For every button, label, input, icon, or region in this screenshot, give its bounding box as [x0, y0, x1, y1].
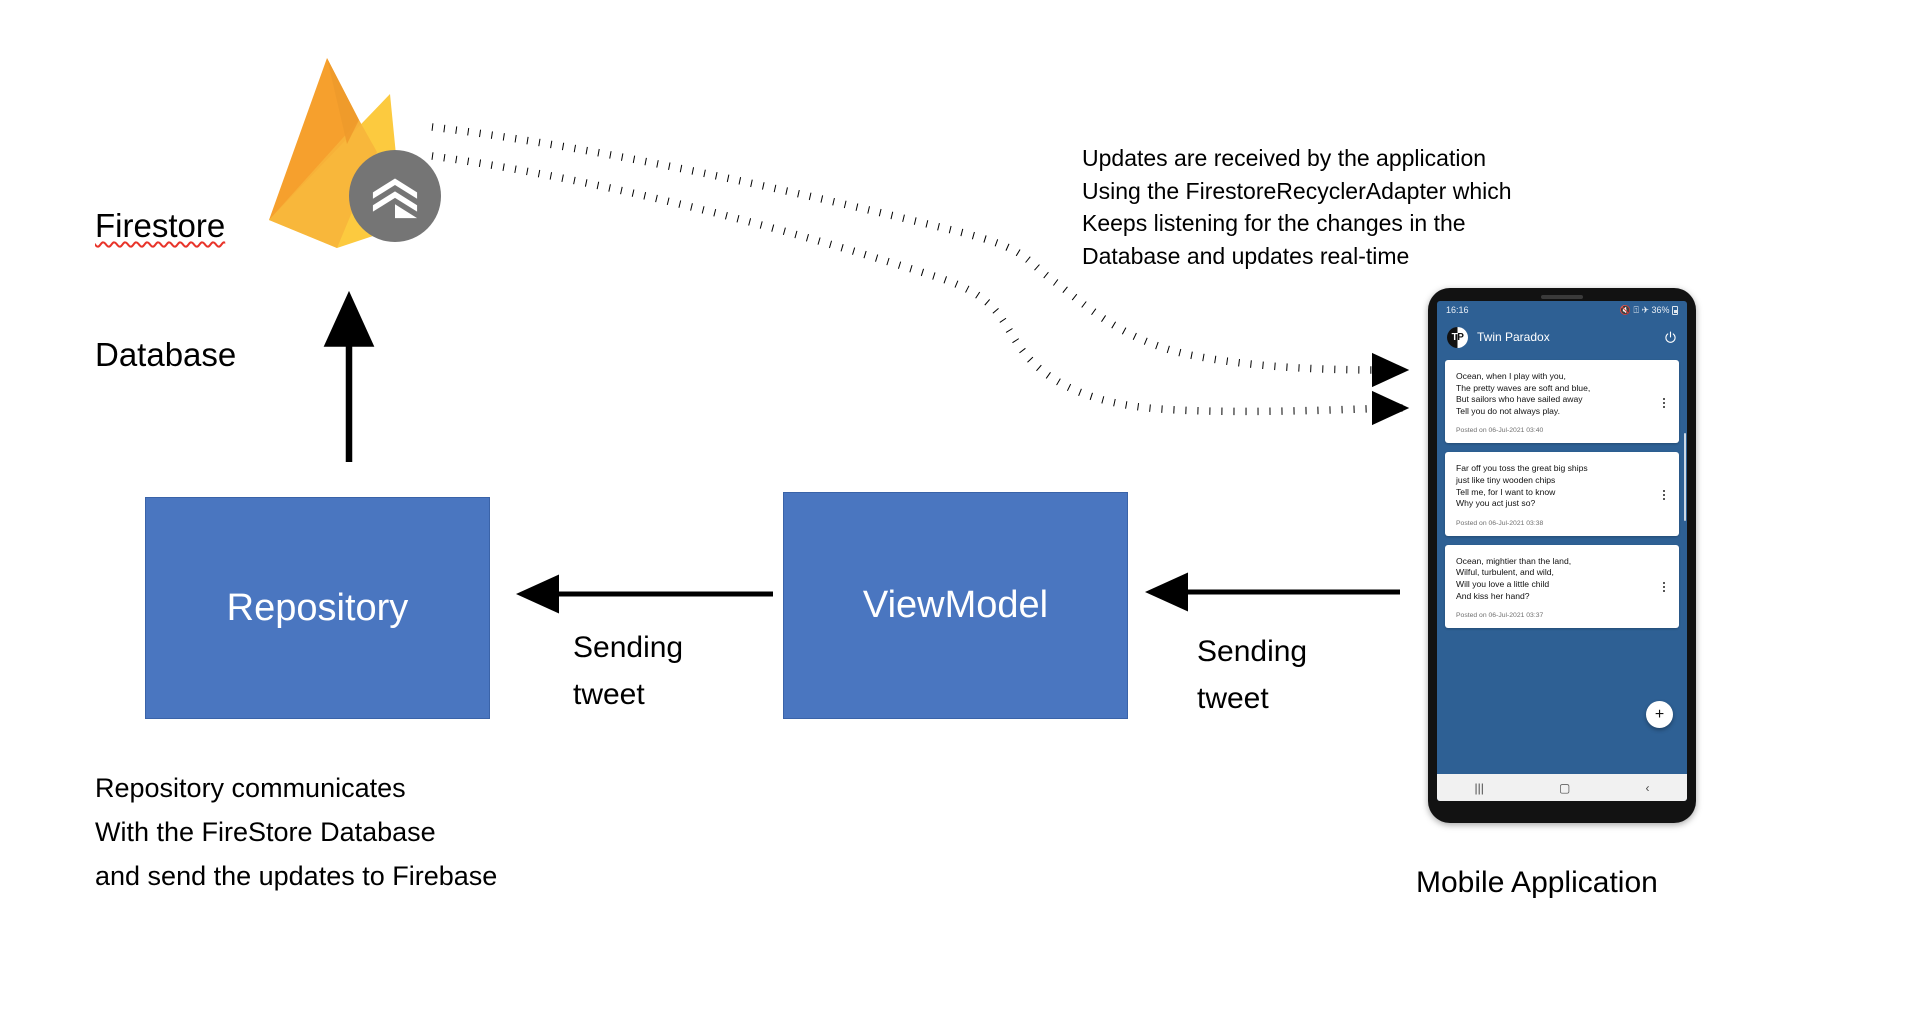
app-logo-initial-right: P: [1457, 331, 1464, 343]
status-time: 16:16: [1446, 305, 1469, 315]
app-title: Twin Paradox: [1477, 330, 1550, 344]
back-button[interactable]: ‹: [1645, 780, 1650, 795]
battery-icon: [1672, 305, 1678, 315]
mobile-application-label: Mobile Application: [1416, 866, 1658, 899]
repository-box-label: Repository: [226, 586, 409, 629]
tweet-timestamp: Posted on 06-Jul-2021 03:38: [1456, 519, 1544, 527]
sending-tweet-label-1: Sending tweet: [573, 631, 684, 711]
tweet-text: Ocean, when I play with you, The pretty …: [1456, 371, 1591, 416]
tweet-body: Far off you toss the great big ships jus…: [1456, 463, 1658, 526]
tweet-text: Far off you toss the great big ships jus…: [1456, 463, 1588, 509]
airplane-mode-icon: ✈: [1641, 304, 1649, 315]
list-item[interactable]: Ocean, mightier than the land, Wilful, t…: [1445, 544, 1679, 629]
updates-note: Updates are received by the application …: [1082, 145, 1512, 269]
kebab-menu-icon[interactable]: [1658, 582, 1669, 593]
battery-percent-label: 36%: [1651, 304, 1670, 315]
app-logo-initial-left: T: [1451, 331, 1458, 343]
recents-button[interactable]: |||: [1474, 780, 1484, 795]
firestore-badge-icon: [349, 150, 441, 242]
wifi-icon: ⍐: [1633, 304, 1639, 315]
repository-note: Repository communicates With the FireSto…: [95, 773, 498, 891]
repository-box[interactable]: Repository: [145, 497, 490, 719]
add-tweet-fab[interactable]: +: [1646, 701, 1673, 728]
status-icon-group: 🔇 ⍐ ✈ 36%: [1619, 304, 1678, 315]
firebase-firestore-logo: [255, 48, 441, 248]
tweet-text: Ocean, mightier than the land, Wilful, t…: [1456, 555, 1572, 601]
home-button[interactable]: ▢: [1559, 780, 1571, 795]
mute-icon: 🔇: [1619, 304, 1632, 315]
tweet-timestamp: Posted on 06-Jul-2021 03:40: [1456, 427, 1544, 435]
arrow-firestore-to-app-1: [431, 123, 1410, 388]
viewmodel-box-label: ViewModel: [862, 584, 1049, 626]
list-item[interactable]: Ocean, when I play with you, The pretty …: [1445, 360, 1679, 444]
list-item[interactable]: Far off you toss the great big ships jus…: [1445, 452, 1679, 536]
power-icon[interactable]: [1664, 331, 1677, 344]
tweet-body: Ocean, when I play with you, The pretty …: [1456, 371, 1658, 434]
tweet-timestamp: Posted on 06-Jul-2021 03:37: [1456, 612, 1544, 620]
android-nav-bar: ||| ▢ ‹: [1437, 774, 1687, 801]
tweet-list[interactable]: Ocean, when I play with you, The pretty …: [1437, 355, 1687, 774]
viewmodel-box[interactable]: ViewModel: [783, 492, 1128, 719]
status-bar: 16:16 🔇 ⍐ ✈ 36%: [1437, 301, 1687, 319]
scrollbar[interactable]: [1683, 433, 1686, 521]
sending-tweet-label-2: Sending tweet: [1197, 635, 1308, 715]
firestore-database-label: Firestore Database: [95, 118, 236, 462]
phone-earpiece: [1541, 295, 1583, 299]
firestore-label-line2: Database: [95, 336, 237, 373]
kebab-menu-icon[interactable]: [1658, 397, 1669, 408]
tweet-body: Ocean, mightier than the land, Wilful, t…: [1456, 556, 1658, 619]
firestore-label-line1: Firestore: [95, 207, 226, 244]
kebab-menu-icon[interactable]: [1658, 490, 1669, 501]
arrow-firestore-to-app-2: [431, 152, 1410, 426]
